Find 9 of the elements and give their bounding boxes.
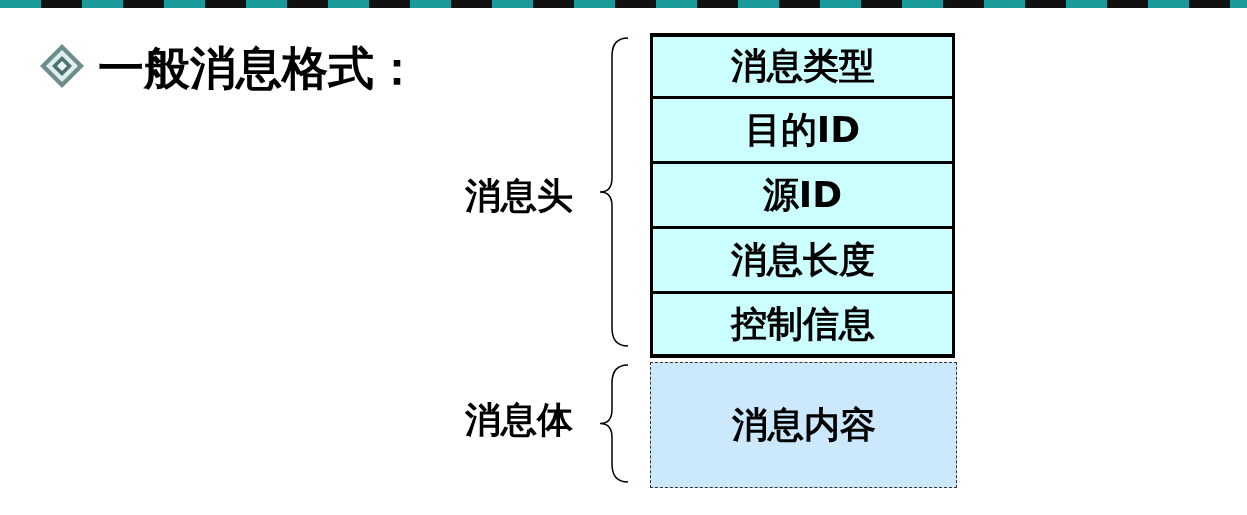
bracket-label: 消息头: [465, 174, 573, 218]
title: 一般消息格式：: [98, 40, 420, 97]
body-field-cell: 消息内容: [650, 362, 957, 488]
header-field-cell: 目的ID: [650, 98, 955, 163]
header-field-cell: 源ID: [650, 163, 955, 228]
bracket-label: 消息体: [465, 398, 573, 442]
header-field-cell: 控制信息: [650, 293, 955, 358]
header-field-cell: 消息类型: [650, 33, 955, 98]
header-field-cell: 消息长度: [650, 228, 955, 293]
